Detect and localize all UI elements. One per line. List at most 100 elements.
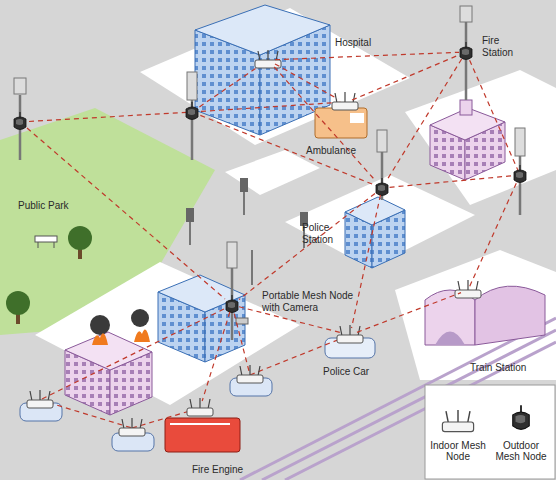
traffic-light xyxy=(186,208,194,222)
mesh-link xyxy=(232,305,250,375)
fire-engine-body xyxy=(165,418,240,452)
rail xyxy=(262,330,556,480)
building-roof xyxy=(195,5,330,55)
indoor-mesh-node xyxy=(187,398,213,416)
outdoor-mesh-node xyxy=(186,102,198,120)
mesh-site: Fire Engine xyxy=(193,401,207,415)
legend-frame xyxy=(425,385,555,479)
bench-leg xyxy=(38,242,39,248)
mesh-devices xyxy=(14,42,526,436)
mesh-link xyxy=(20,112,192,122)
mesh-link xyxy=(192,102,345,112)
train-tracks xyxy=(240,318,556,480)
antenna-panel xyxy=(187,72,197,100)
site-label: Police Station xyxy=(302,222,344,246)
park-details xyxy=(6,226,92,324)
tree xyxy=(6,291,30,315)
legend-text: Outdoor Mesh Node xyxy=(490,440,552,462)
flame xyxy=(92,333,108,345)
mesh-site: Train Station xyxy=(461,283,475,297)
camera xyxy=(236,318,248,324)
site-label: Public Park xyxy=(18,200,98,212)
outdoor-mesh-node xyxy=(376,178,388,196)
mesh-link xyxy=(239,193,375,299)
outdoor-mesh-node xyxy=(460,42,472,60)
street-blocks xyxy=(0,8,556,405)
mesh-link xyxy=(275,52,459,59)
outdoor-mesh-node xyxy=(514,165,526,183)
sidewalk-block xyxy=(405,70,556,205)
mesh-link xyxy=(274,67,376,181)
smoke xyxy=(90,315,110,335)
ladder xyxy=(170,423,230,425)
outdoor-mesh-node xyxy=(226,295,238,313)
sidewalk-block xyxy=(225,150,320,195)
bench xyxy=(35,236,57,242)
tunnel-mouth xyxy=(435,332,465,346)
antenna-panel xyxy=(377,130,387,152)
mesh-site: Police Station xyxy=(375,181,389,195)
bench-leg xyxy=(54,242,55,248)
mesh-site: Public Park xyxy=(13,115,27,129)
mesh-link xyxy=(468,175,520,290)
poles xyxy=(14,6,525,340)
mesh-link xyxy=(386,59,461,181)
mesh-link xyxy=(352,195,381,328)
tower xyxy=(460,100,472,115)
rail xyxy=(285,342,556,480)
burning-building xyxy=(65,309,152,415)
pole xyxy=(189,222,191,245)
antenna-panel xyxy=(227,242,237,268)
indoor-mesh-node xyxy=(27,390,53,408)
legend-indoor-icon xyxy=(442,410,473,432)
indoor-mesh-node xyxy=(337,325,363,343)
antenna-panel xyxy=(515,128,525,156)
legend-outdoor-icon xyxy=(513,405,530,429)
pole xyxy=(243,192,245,215)
sidewalk-block xyxy=(285,175,475,268)
legend-panel xyxy=(425,385,555,479)
mesh-link xyxy=(192,112,382,188)
site-label: Police Car xyxy=(323,366,383,378)
site-label: Portable Mesh Node with Camera xyxy=(262,290,360,314)
station-arch xyxy=(475,286,545,345)
mesh-site: Portable Mesh Node with Camera xyxy=(225,298,239,312)
mesh-site: Police Car xyxy=(343,328,357,342)
indoor-mesh-node xyxy=(255,50,281,68)
mesh-site: Ambulance xyxy=(338,96,352,110)
mesh-link xyxy=(466,52,520,175)
mesh-link xyxy=(352,55,459,100)
mesh-link xyxy=(202,312,230,401)
traffic-light xyxy=(240,178,248,192)
side-links xyxy=(20,52,520,428)
fire-station-building xyxy=(430,100,505,180)
mesh-link xyxy=(275,64,338,99)
site-label: Train Station xyxy=(470,362,550,374)
mesh-link xyxy=(40,400,132,428)
ambulance-body xyxy=(315,108,367,138)
mesh-link xyxy=(357,293,461,333)
indoor-mesh-node xyxy=(332,92,358,110)
site-label: Ambulance xyxy=(306,145,376,157)
police-station-building xyxy=(345,197,405,268)
train-station-building xyxy=(425,286,545,345)
hospital-building xyxy=(195,5,330,135)
mesh-site: Fire Station xyxy=(459,45,473,59)
antenna-panel xyxy=(460,6,472,22)
rail xyxy=(240,318,556,480)
vehicles xyxy=(20,108,375,452)
mesh-site: Hospital xyxy=(261,53,275,67)
mesh-link xyxy=(40,305,232,400)
mesh-link xyxy=(382,175,520,188)
indoor-mesh-node xyxy=(119,418,145,436)
smoke xyxy=(131,309,149,327)
indoor-mesh-node xyxy=(237,365,263,383)
mesh-link xyxy=(27,128,225,299)
tree xyxy=(68,226,92,250)
indoor-mesh-node xyxy=(455,280,481,298)
legend-text: Indoor Mesh Node xyxy=(428,440,488,462)
pole xyxy=(251,250,253,285)
